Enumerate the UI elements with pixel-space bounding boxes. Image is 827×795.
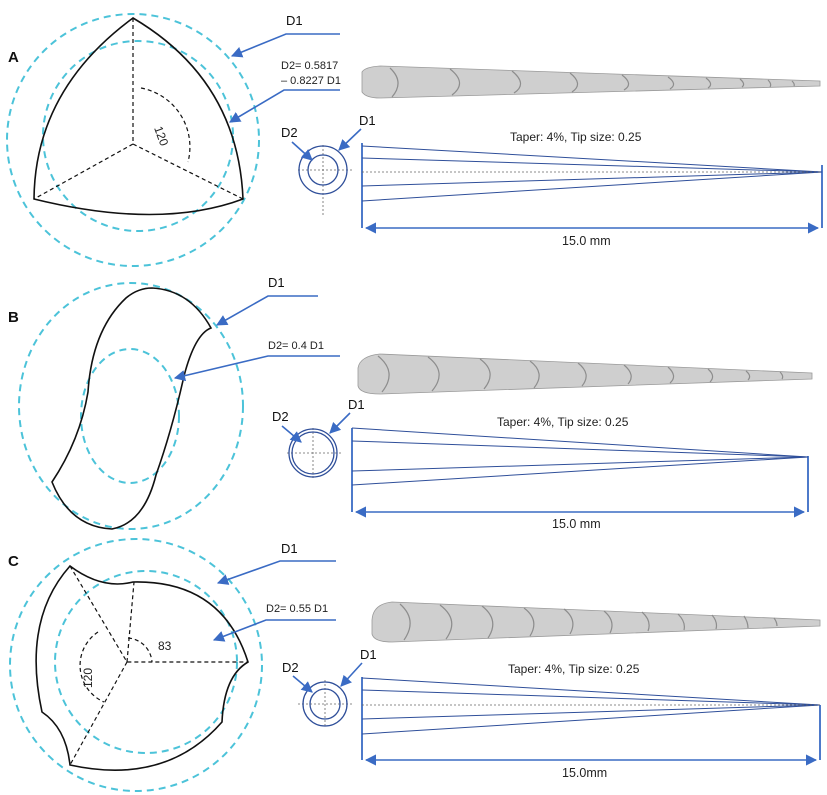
- d2-circle: [80, 348, 180, 484]
- d1-circle: [9, 538, 263, 792]
- d2-label: D2= 0.4 D1: [268, 340, 324, 352]
- angle-arc-120: [79, 631, 105, 703]
- d2-circle: [54, 570, 238, 754]
- taper-diagram: Taper: 4%, Tip size: 0.25 15.0 mm: [351, 415, 809, 531]
- d1-circle: [18, 282, 244, 530]
- taper-label: Taper: 4%, Tip size: 0.25: [508, 662, 640, 676]
- panel-letter: B: [8, 309, 19, 326]
- panel-c: C 120 83 D1 D2= 0.55 D1: [8, 538, 821, 792]
- d1-label: D1: [268, 275, 285, 290]
- d1-callout: D1: [216, 541, 336, 585]
- length-label: 15.0mm: [562, 766, 607, 780]
- file-render: [361, 65, 821, 99]
- ring-d2-label: D2: [282, 660, 299, 675]
- angle-label: 120: [151, 124, 171, 148]
- taper-diagram: Taper: 4%, Tip size: 0.25 15.0 mm: [361, 130, 823, 248]
- ring-d1-label: D1: [348, 397, 365, 412]
- d2-callout: D2= 0.5817 – 0.8227 D1: [229, 60, 341, 123]
- radial-lines: [33, 18, 244, 200]
- d2-circle: [42, 40, 234, 232]
- d2-callout: D2= 0.55 D1: [212, 603, 336, 642]
- taper-diagram: Taper: 4%, Tip size: 0.25 15.0mm: [361, 662, 821, 780]
- panel-letter: A: [8, 49, 19, 66]
- cross-section-a: 120: [6, 13, 260, 267]
- d1-callout: D1: [216, 275, 318, 326]
- angle-arc-83: [127, 637, 153, 663]
- length-label: 15.0 mm: [552, 517, 601, 531]
- file-render: [357, 353, 813, 395]
- d1-callout: D1: [230, 13, 340, 58]
- ring-diagram: D2 D1: [272, 397, 365, 478]
- ring-d2-label: D2: [281, 125, 298, 140]
- d2-label: D2= 0.5817: [281, 60, 338, 72]
- d1-label: D1: [281, 541, 298, 556]
- d2-label-line2: – 0.8227 D1: [281, 75, 341, 87]
- d2-label: D2= 0.55 D1: [266, 603, 328, 615]
- triangular-outline: [33, 17, 244, 216]
- d2-callout: D2= 0.4 D1: [173, 340, 340, 382]
- panel-b: B D1 D2= 0.4 D1 D2 D1: [8, 275, 813, 531]
- cross-section-b: [18, 282, 244, 530]
- taper-label: Taper: 4%, Tip size: 0.25: [510, 130, 642, 144]
- file-render: [371, 601, 821, 643]
- ring-d1-label: D1: [360, 647, 377, 662]
- angle-label-83: 83: [158, 639, 172, 653]
- radial-lines: [69, 565, 248, 766]
- tri-lobed-outline: [35, 564, 249, 771]
- ring-d1-label: D1: [359, 113, 376, 128]
- d1-circle: [6, 13, 260, 267]
- s-shaped-outline: [51, 287, 213, 530]
- ring-d2-label: D2: [272, 409, 289, 424]
- panel-a: A 120 D1 D2= 0.5817 – 0.8227 D1: [6, 13, 823, 267]
- panel-letter: C: [8, 553, 19, 570]
- taper-label: Taper: 4%, Tip size: 0.25: [497, 415, 629, 429]
- ring-diagram: D2 D1: [281, 113, 376, 215]
- angle-label-120: 120: [81, 668, 95, 688]
- cross-section-c: 120 83: [9, 538, 263, 792]
- angle-arc: [140, 87, 191, 163]
- length-label: 15.0 mm: [562, 234, 611, 248]
- ring-diagram: D2 D1: [282, 647, 377, 728]
- d1-label: D1: [286, 13, 303, 28]
